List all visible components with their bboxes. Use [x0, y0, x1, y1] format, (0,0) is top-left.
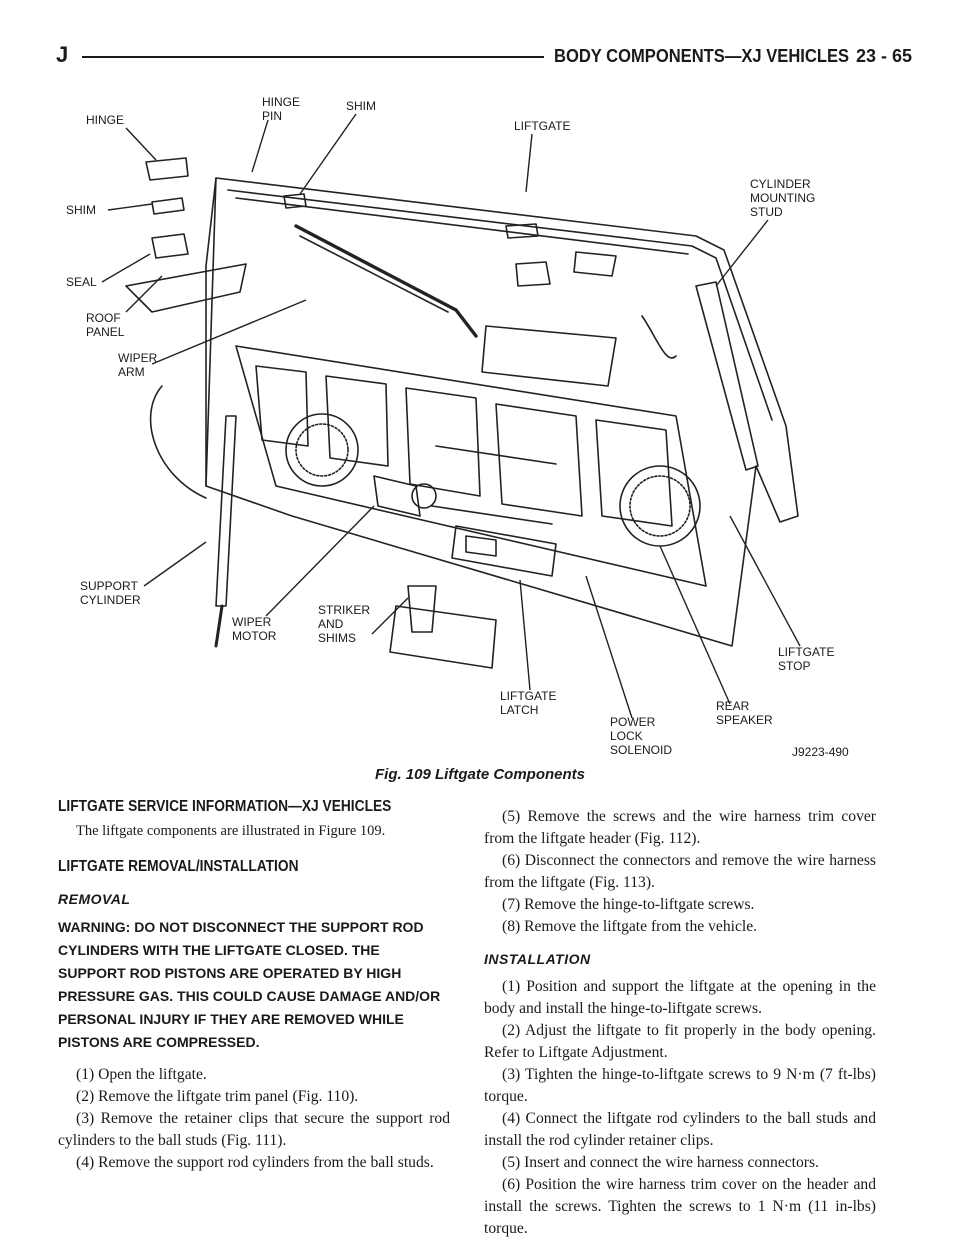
liftgate-shell [205, 177, 799, 647]
label-wiper-motor: WIPER [232, 615, 272, 629]
install-step: (5) Insert and connect the wire harness … [502, 1154, 819, 1171]
label-shim-left: SHIM [66, 203, 96, 217]
install-step: (4) Connect the liftgate rod cylinders t… [484, 1110, 876, 1149]
section-heading: LIFTGATE SERVICE INFORMATION—XJ VEHICLES [58, 798, 392, 815]
removal-step: (4) Remove the support rod cylinders fro… [76, 1154, 434, 1171]
svg-text:PIN: PIN [262, 109, 282, 123]
label-cylinder-mounting-stud: CYLINDER [750, 177, 811, 191]
header-rule [82, 56, 544, 58]
label-striker-and-shims: STRIKER [318, 603, 370, 617]
warning-text: WARNING: DO NOT DISCONNECT THE SUPPORT R… [58, 919, 441, 1050]
svg-text:LATCH: LATCH [500, 703, 538, 717]
right-column: (5) Remove the screws and the wire harne… [484, 806, 876, 1240]
subsection-heading: LIFTGATE REMOVAL/INSTALLATION [58, 858, 299, 875]
removal-step: (6) Disconnect the connectors and remove… [484, 852, 876, 891]
figure-labels: HINGE HINGE PIN SHIM LIFTGATE CYLINDER M… [66, 95, 849, 758]
label-power-lock-solenoid: POWER [610, 715, 656, 729]
page-header: J BODY COMPONENTS—XJ VEHICLES 23 - 65 [56, 44, 912, 68]
intro-text: The liftgate components are illustrated … [76, 823, 386, 839]
liftgate-diagram: HINGE HINGE PIN SHIM LIFTGATE CYLINDER M… [66, 95, 849, 758]
label-support-cylinder: SUPPORT [80, 579, 138, 593]
removal-step: (8) Remove the liftgate from the vehicle… [502, 918, 758, 935]
figure-caption: Fig. 109 Liftgate Components [374, 766, 585, 783]
label-rear-speaker: REAR [716, 699, 750, 713]
liftgate-components-figure: HINGE HINGE PIN SHIM LIFTGATE CYLINDER M… [56, 86, 904, 758]
svg-text:STOP: STOP [778, 659, 810, 673]
svg-text:AND: AND [318, 617, 344, 631]
install-step: (2) Adjust the liftgate to fit properly … [484, 1022, 876, 1061]
svg-text:SHIMS: SHIMS [318, 631, 356, 645]
header-title: BODY COMPONENTS—XJ VEHICLES [554, 46, 850, 66]
svg-text:CYLINDER: CYLINDER [80, 593, 141, 607]
installation-heading: INSTALLATION [484, 951, 591, 967]
figure-code: J9223-490 [792, 745, 849, 758]
svg-text:ARM: ARM [118, 365, 145, 379]
svg-text:SPEAKER: SPEAKER [716, 713, 773, 727]
removal-step: (2) Remove the liftgate trim panel (Fig.… [76, 1088, 359, 1105]
page-number: 23 - 65 [855, 46, 912, 66]
install-step: (3) Tighten the hinge-to-liftgate screws… [484, 1066, 876, 1105]
svg-text:MOTOR: MOTOR [232, 629, 277, 643]
label-shim-top: SHIM [346, 99, 376, 113]
removal-step: (3) Remove the retainer clips that secur… [58, 1110, 450, 1149]
label-seal: SEAL [66, 275, 97, 289]
label-liftgate-latch: LIFTGATE [500, 689, 556, 703]
svg-text:LOCK: LOCK [610, 729, 643, 743]
label-hinge-pin: HINGE [262, 95, 300, 109]
removal-step: (5) Remove the screws and the wire harne… [484, 808, 876, 847]
svg-text:SOLENOID: SOLENOID [610, 743, 672, 757]
removal-heading: REMOVAL [58, 891, 131, 907]
svg-text:MOUNTING: MOUNTING [750, 191, 815, 205]
removal-step: (1) Open the liftgate. [76, 1066, 207, 1083]
label-liftgate: LIFTGATE [514, 119, 570, 133]
header-letter: J [56, 42, 69, 67]
left-column: LIFTGATE SERVICE INFORMATION—XJ VEHICLES… [58, 796, 450, 1174]
label-hinge: HINGE [86, 113, 124, 127]
label-wiper-arm: WIPER [118, 351, 158, 365]
label-liftgate-stop: LIFTGATE [778, 645, 834, 659]
svg-text:PANEL: PANEL [86, 325, 125, 339]
install-step: (1) Position and support the liftgate at… [484, 978, 876, 1017]
install-step: (6) Position the wire harness trim cover… [484, 1176, 876, 1237]
removal-step: (7) Remove the hinge-to-liftgate screws. [502, 896, 755, 913]
svg-text:STUD: STUD [750, 205, 783, 219]
label-roof-panel: ROOF [86, 311, 121, 325]
